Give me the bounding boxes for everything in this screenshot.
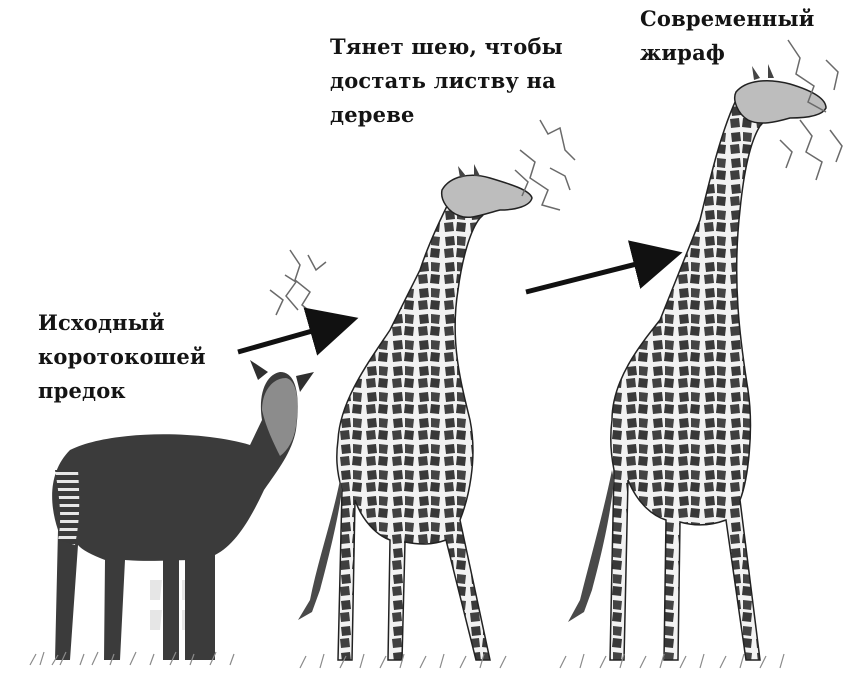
- label-ancestor: Исходный коротокошей предок: [38, 306, 206, 408]
- okapi-leg-front-2: [185, 560, 201, 660]
- label-modern: Современный жираф: [640, 2, 815, 70]
- label-stretching: Тянет шею, чтобы достать листву на дерев…: [330, 30, 563, 132]
- label-ancestor-line-3: предок: [38, 374, 206, 408]
- giraffe-modern: [568, 64, 826, 660]
- giraffe-modern-tail: [568, 470, 614, 622]
- label-stretching-line-3: дереве: [330, 98, 563, 132]
- label-ancestor-line-2: коротокошей: [38, 340, 206, 374]
- label-stretching-line-1: Тянет шею, чтобы: [330, 30, 563, 64]
- giraffe-stretching: [298, 164, 532, 660]
- foliage-cluster-left: [270, 250, 326, 318]
- label-modern-line-1: Современный: [640, 2, 815, 36]
- giraffe-modern-body: [610, 88, 768, 660]
- giraffe-stretching-body: [337, 186, 490, 660]
- okapi-leg-front: [163, 560, 179, 660]
- arrow-stretching-to-modern: [526, 256, 668, 292]
- okapi-ear-right: [296, 372, 314, 392]
- label-ancestor-line-1: Исходный: [38, 306, 206, 340]
- arrow-ancestor-to-stretching: [238, 322, 344, 352]
- giraffe-modern-head: [735, 81, 826, 123]
- okapi-ear-left: [250, 360, 268, 380]
- label-modern-line-2: жираф: [640, 36, 815, 70]
- giraffe-stretching-tail: [298, 480, 342, 620]
- giraffe-stretching-head: [442, 175, 532, 217]
- label-stretching-line-2: достать листву на: [330, 64, 563, 98]
